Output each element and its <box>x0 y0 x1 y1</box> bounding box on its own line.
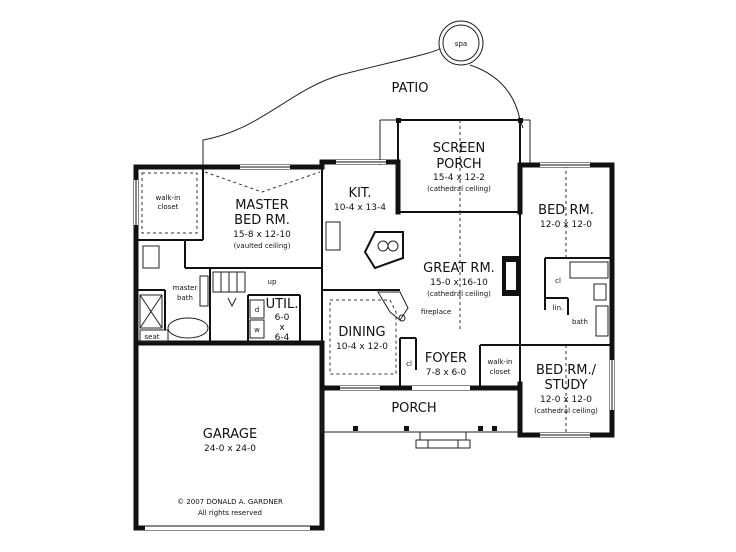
closet-shelf <box>141 172 198 234</box>
kitchen-label: KIT. <box>349 186 372 201</box>
column-icon <box>398 314 406 322</box>
patio-outline <box>202 47 441 167</box>
linen-label: lin. <box>553 304 564 312</box>
great-room-dims: 15-0 x 16-10 <box>430 278 488 288</box>
master-vault-line <box>204 171 321 193</box>
bed-rm-label: BED RM. <box>538 203 594 218</box>
util-dims-1: 6-0 <box>275 313 290 323</box>
dryer-label: d <box>255 306 259 314</box>
bath-seat <box>139 329 169 343</box>
master-bed-note: (vaulted ceiling) <box>234 242 291 250</box>
bath-vanity <box>595 305 609 337</box>
great-room-note: (cathedral ceiling) <box>427 290 491 298</box>
kitchen-island <box>363 231 404 270</box>
toilet <box>142 245 160 269</box>
study-note: (cathedral ceiling) <box>534 407 598 415</box>
study-label-1: BED RM./ <box>536 363 597 378</box>
master-bath-label-2: bath <box>177 294 193 302</box>
patio-outline-right <box>469 64 524 129</box>
study-label-2: STUDY <box>545 378 588 393</box>
walk-in-closet-label-1: walk-in <box>156 194 181 202</box>
porch-post <box>492 426 497 431</box>
foyer-label: FOYER <box>425 351 467 366</box>
dryer-box <box>249 299 265 319</box>
fireplace-label: fireplace <box>421 308 451 316</box>
seat-label: seat <box>145 333 160 341</box>
dining-tray-ceiling <box>329 299 397 375</box>
fireplace-firebox <box>506 262 516 290</box>
screen-porch-dims: 15-4 x 12-2 <box>433 173 485 183</box>
front-step <box>419 431 467 441</box>
shower <box>139 294 163 329</box>
study-dims: 12-0 x 12-0 <box>540 395 592 405</box>
foyer-dims: 7-8 x 6-0 <box>426 368 467 378</box>
washer-box <box>249 319 265 339</box>
util-dims-2: 6-4 <box>275 333 290 343</box>
util-dims-x: x <box>279 323 285 333</box>
vanity <box>199 275 209 307</box>
dining-column <box>377 291 409 321</box>
master-bath-label-1: master <box>173 284 198 292</box>
master-bed-label-2: BED RM. <box>234 213 290 228</box>
screen-porch-label-1: SCREEN <box>433 141 486 156</box>
bed-rm-dims: 12-0 x 12-0 <box>540 220 592 230</box>
great-room-label: GREAT RM. <box>423 261 495 276</box>
study-closet-label-1: walk-in <box>488 358 513 366</box>
screen-porch-note: (cathedral ceiling) <box>427 185 491 193</box>
util-label: UTIL. <box>266 297 299 312</box>
porch-post <box>478 426 483 431</box>
porch-post <box>518 118 523 123</box>
walk-in-closet-label-2: closet <box>158 203 179 211</box>
kitchen-dims: 10-4 x 13-4 <box>334 203 386 213</box>
rights-text: All rights reserved <box>198 509 262 517</box>
dining-dims: 10-4 x 12-0 <box>336 342 388 352</box>
spa-label: spa <box>455 40 467 48</box>
bath-label: bath <box>572 318 588 326</box>
screen-porch-label-2: PORCH <box>436 157 481 172</box>
porch-post <box>404 426 409 431</box>
dining-label: DINING <box>338 325 385 340</box>
copyright-text: © 2007 DONALD A. GARDNER <box>177 498 283 506</box>
windows <box>134 160 614 437</box>
stairs-up-label: up <box>268 278 277 286</box>
garage-label: GARAGE <box>203 427 257 442</box>
spa-inner <box>442 24 480 62</box>
sink-icon <box>377 240 389 252</box>
master-bed-label-1: MASTER <box>235 198 289 213</box>
porch-post <box>353 426 358 431</box>
washer-label: w <box>254 326 260 334</box>
master-bed-dims: 15-8 x 12-10 <box>233 230 291 240</box>
bath-toilet <box>593 283 607 301</box>
spa-outline <box>438 20 484 66</box>
stair-arrow-icon <box>227 297 237 308</box>
front-step <box>415 439 471 449</box>
bath-tub <box>569 261 609 279</box>
closet-label: cl <box>555 277 561 285</box>
foyer-closet-label: cl <box>406 360 412 368</box>
patio-label: PATIO <box>392 81 429 96</box>
sink-icon <box>387 240 399 252</box>
garage-dims: 24-0 x 24-0 <box>204 444 256 454</box>
shower-x <box>139 294 163 329</box>
refrigerator <box>325 221 341 251</box>
porch-label: PORCH <box>391 401 436 416</box>
porch-post <box>396 118 401 123</box>
study-closet-label-2: closet <box>490 368 511 376</box>
bathtub <box>167 317 209 339</box>
